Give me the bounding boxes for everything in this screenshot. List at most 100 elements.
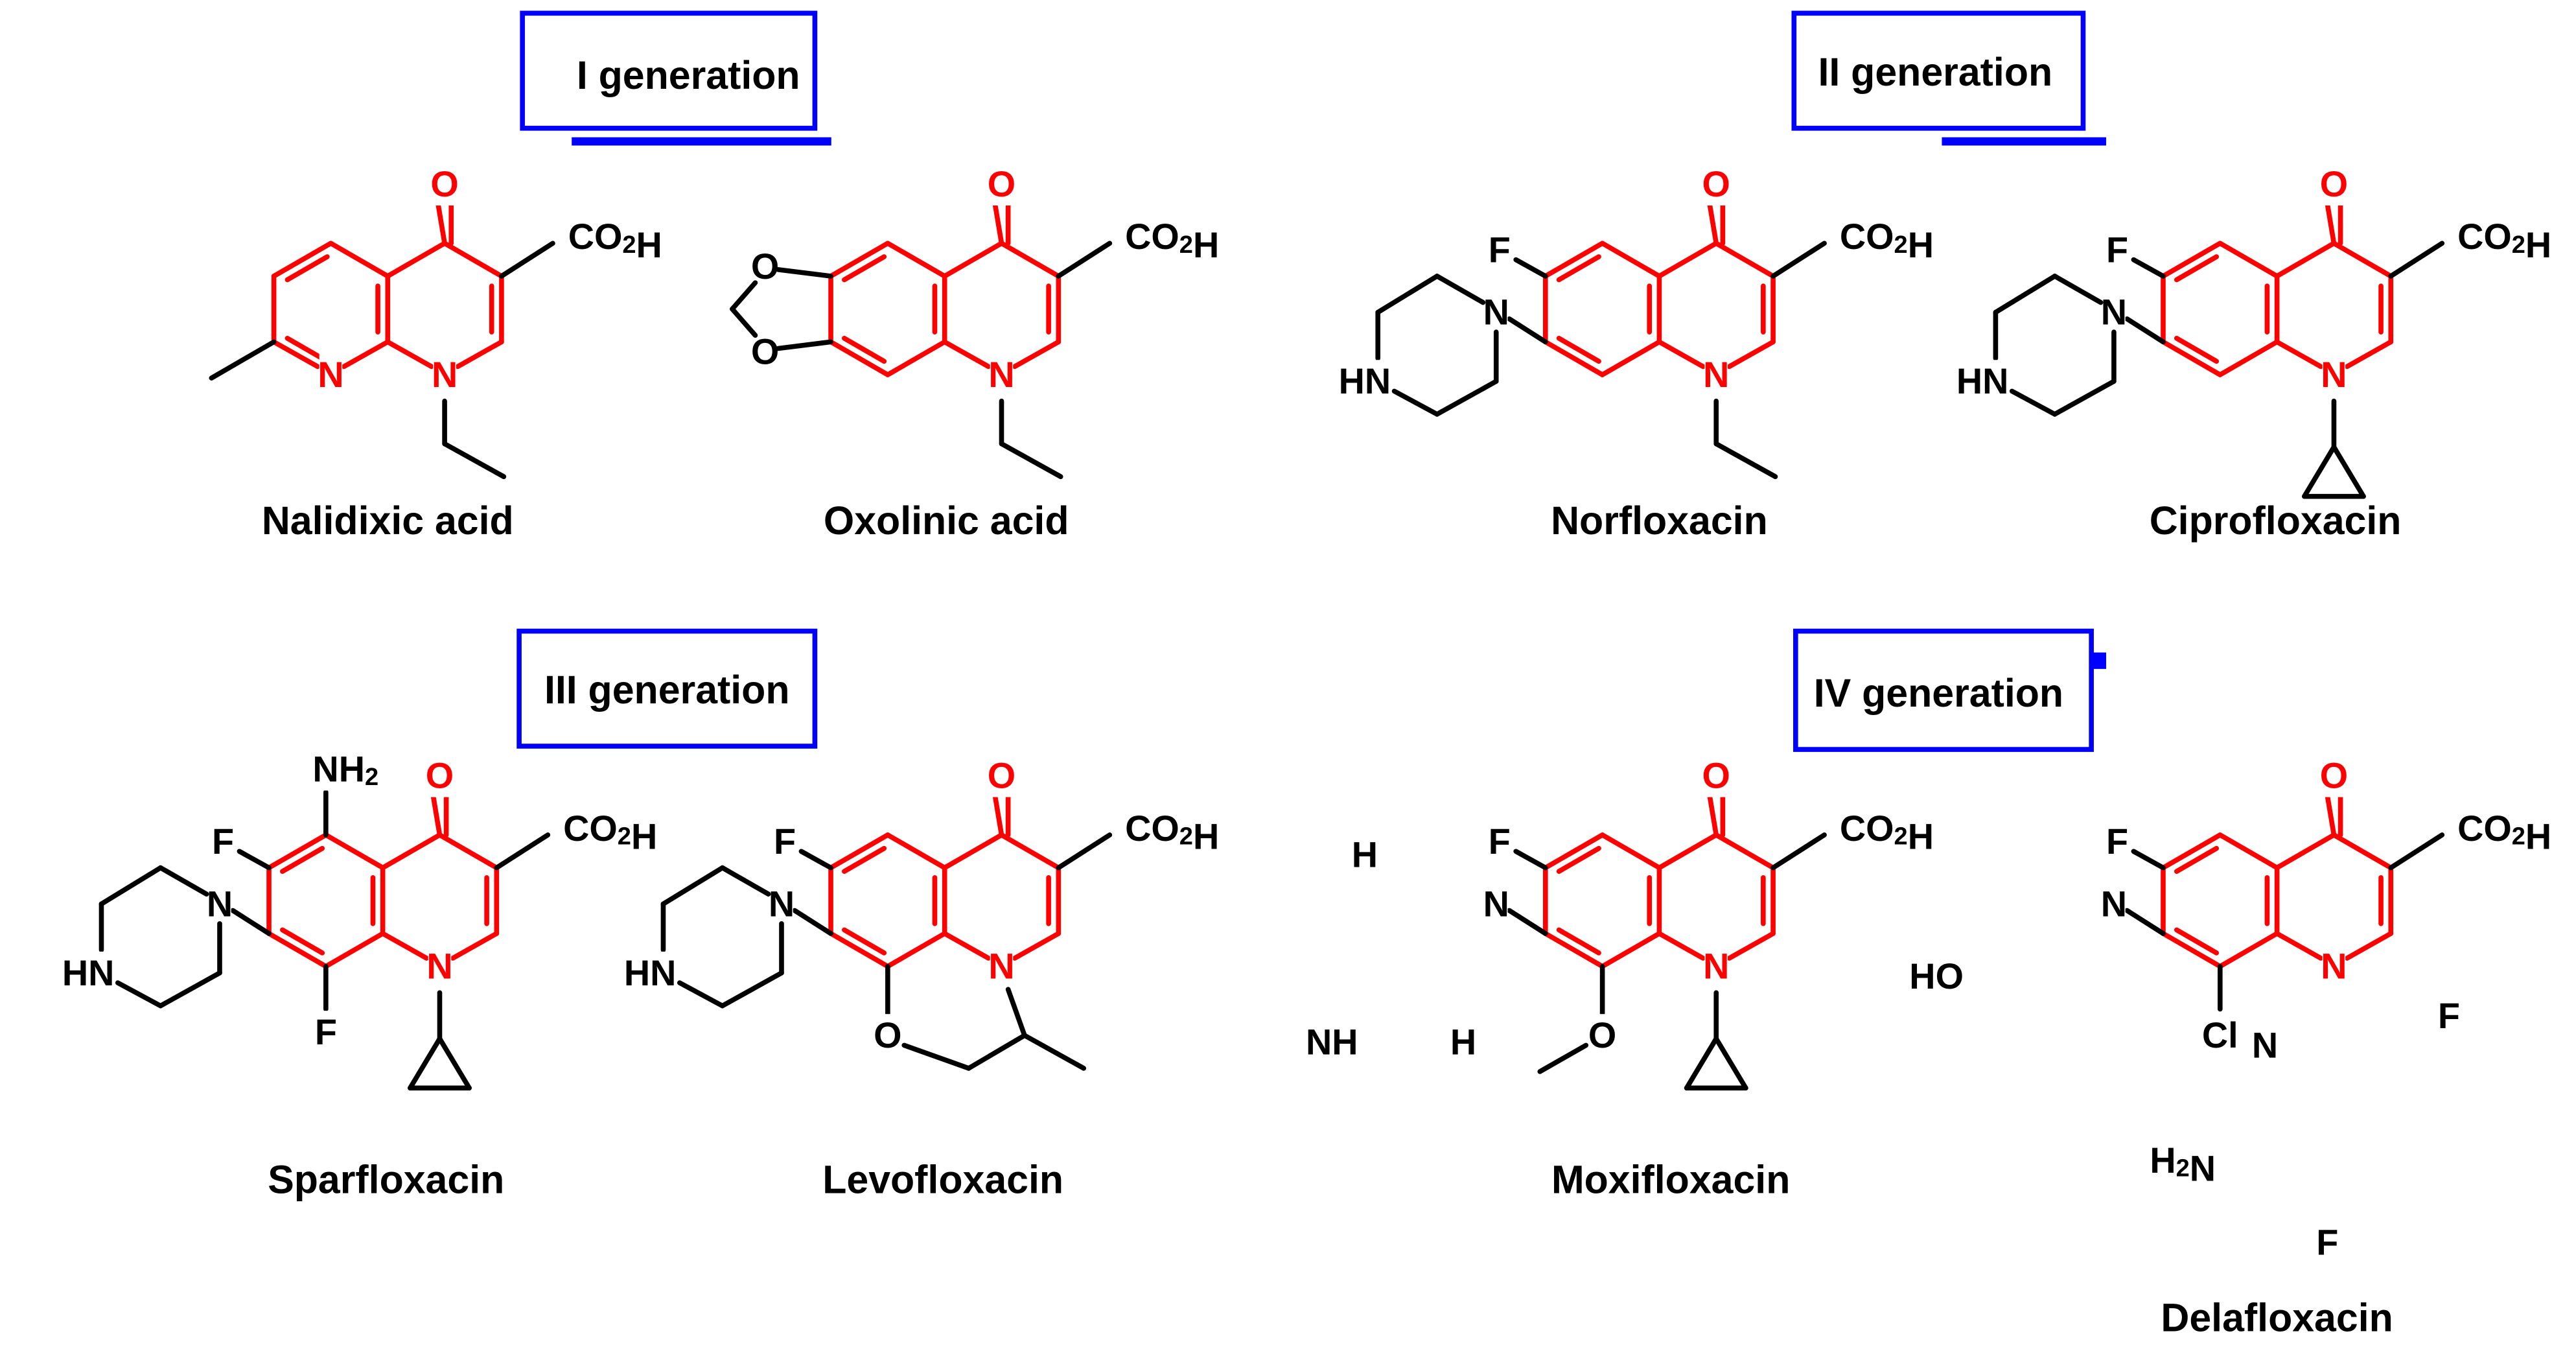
compound-name-oxolinic-acid: Oxolinic acid	[824, 499, 1069, 543]
bond	[1012, 339, 1062, 370]
ring-nitrogen-8-bg	[319, 353, 343, 397]
ring-nitrogen-bg	[1704, 353, 1728, 397]
bond	[2124, 316, 2166, 345]
piperazine-nh: HN	[62, 953, 115, 993]
piperidine-nh: NH	[1306, 1022, 1358, 1062]
bond	[660, 865, 725, 907]
double-bond	[1556, 927, 1601, 956]
carbonyl-oxygen: O	[988, 756, 1015, 796]
bond	[385, 339, 434, 370]
bond	[2131, 257, 2166, 279]
pyridine-nitrogen: N	[2252, 1025, 2278, 1065]
bond	[2161, 241, 2223, 279]
double-bond	[842, 845, 887, 874]
double-bond	[2174, 845, 2220, 874]
piperidine-nh-bg	[1308, 1020, 1355, 1064]
ring-nitrogen: N	[988, 946, 1014, 987]
bond	[2274, 832, 2337, 871]
bond	[1513, 257, 1548, 279]
pyridine-fluorine-2: F	[2316, 1223, 2338, 1263]
methoxy-oxygen: O	[1588, 1015, 1616, 1055]
bond	[2325, 201, 2337, 246]
methoxy-oxygen-bg	[1590, 1014, 1614, 1057]
carbonyl-oxygen-bg	[990, 754, 1014, 797]
bond	[266, 931, 329, 969]
oxazine-oxygen-bg	[876, 1014, 899, 1057]
bond	[1507, 908, 1548, 936]
ring-nitrogen: N	[426, 946, 452, 987]
bond	[2131, 849, 2166, 871]
double-bond	[2174, 254, 2220, 283]
bond	[442, 241, 504, 279]
carboxylic-acid-bg	[1131, 215, 1214, 259]
double-bond	[842, 254, 887, 283]
fluorine-8-bg	[314, 1011, 338, 1054]
azetidine-nitrogen-bg	[2102, 882, 2126, 926]
bond	[999, 441, 1063, 480]
oxazine-oxygen: O	[874, 1015, 901, 1055]
bond	[966, 1033, 1027, 1071]
bond	[494, 832, 551, 871]
generation-label-2: II generation	[1818, 50, 2052, 94]
double-bond	[842, 927, 887, 956]
bond	[719, 865, 771, 897]
amino-group-bg	[316, 747, 375, 791]
bond	[828, 339, 890, 377]
bond	[157, 865, 209, 897]
generation-box-1: I generation	[520, 10, 831, 146]
bond	[157, 970, 222, 1009]
ring-nitrogen-bg	[1704, 945, 1728, 988]
carboxylic-acid-bg	[2463, 806, 2546, 850]
carbonyl-oxygen: O	[430, 164, 458, 204]
piperazine-nitrogen-bg	[208, 882, 231, 926]
bond	[2161, 931, 2223, 969]
bond	[2331, 444, 2366, 499]
bond	[942, 339, 992, 370]
bond	[2301, 444, 2337, 499]
bond	[266, 832, 329, 871]
ring-nitrogen: N	[1703, 355, 1729, 395]
bond	[1707, 201, 1719, 246]
bond	[1726, 339, 1776, 370]
bond	[2331, 241, 2394, 279]
fluorine-bg	[773, 820, 796, 863]
bond	[828, 832, 890, 871]
ring-nitrogen: N	[988, 355, 1014, 395]
bond	[1770, 241, 1827, 279]
bond	[2052, 274, 2104, 305]
bond	[323, 931, 386, 969]
generation-label-4: IV generation	[1814, 671, 2063, 715]
bond	[1713, 832, 1776, 871]
ring-nitrogen-bg	[990, 353, 1014, 397]
bond	[1056, 832, 1113, 871]
ring-nitrogen-bg	[433, 353, 456, 397]
hydroxyl-bg	[1913, 954, 1960, 998]
bond	[442, 441, 507, 480]
carbonyl-oxygen: O	[988, 164, 1015, 204]
fluorine-bg	[2106, 228, 2129, 272]
bond	[992, 793, 1004, 838]
bond	[1713, 1036, 1748, 1091]
bond	[455, 339, 504, 370]
bond	[2331, 832, 2394, 871]
pyrrolidine-nitrogen-bg	[1484, 882, 1508, 926]
bond	[271, 241, 334, 279]
piperazine-nitrogen: N	[1483, 292, 1509, 333]
bond	[942, 241, 1004, 279]
carboxylic-acid: CO2H	[1840, 808, 1934, 857]
fluorine-bg	[2106, 820, 2129, 863]
fluorine-bg	[211, 820, 235, 863]
ring-nitrogen-bg	[2322, 945, 2346, 988]
carboxylic-acid: CO2H	[1125, 217, 1219, 265]
pyridine-fluorine-2-bg	[2315, 1221, 2339, 1264]
piperazine-nh: HN	[1956, 361, 2009, 401]
piperazine-nitrogen-bg	[2102, 290, 2126, 334]
bond	[2161, 339, 2223, 377]
fluorine: F	[2106, 821, 2128, 862]
generation-box-4: IV generation	[1793, 628, 2106, 752]
bond	[2325, 793, 2337, 838]
carboxylic-acid: CO2H	[2457, 808, 2551, 857]
bond	[885, 832, 947, 871]
